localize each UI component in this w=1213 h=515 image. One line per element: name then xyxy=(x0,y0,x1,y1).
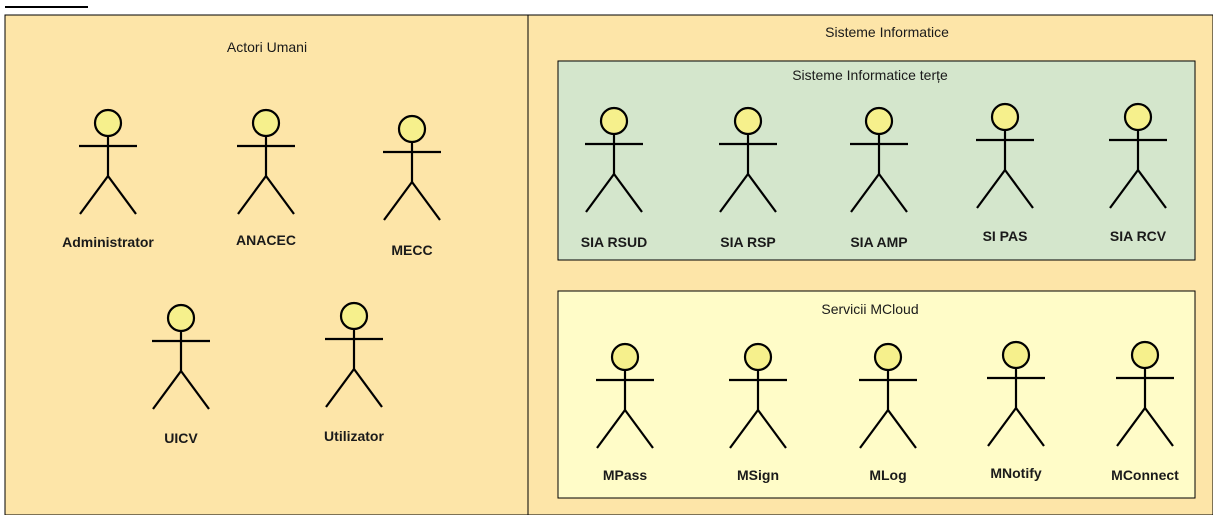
actor-administrator: Administrator xyxy=(62,108,154,250)
actor-right-leg xyxy=(265,175,295,215)
actor-sia-rsp: SIA RSP xyxy=(719,106,777,250)
actor-left-leg xyxy=(1116,407,1146,447)
actor-right-leg xyxy=(624,409,654,449)
stick-figure-icon xyxy=(383,114,441,221)
human-actors-panel xyxy=(4,14,529,515)
actor-label: ANACEC xyxy=(236,232,296,248)
actor-head xyxy=(599,106,629,136)
actor-sia-rsud: SIA RSUD xyxy=(581,106,647,250)
stick-figure-icon xyxy=(719,106,777,213)
actor-right-leg xyxy=(747,173,777,213)
actor-head xyxy=(1001,340,1031,370)
actor-head xyxy=(990,102,1020,132)
stick-figure-icon xyxy=(1116,340,1174,447)
actor-right-leg xyxy=(878,173,908,213)
mcloud-services-title: Servicii MCloud xyxy=(821,301,918,317)
actor-sia-amp: SIA AMP xyxy=(850,106,908,250)
actor-right-leg xyxy=(107,175,137,215)
actor-right-leg xyxy=(613,173,643,213)
actor-mpass: MPass xyxy=(596,342,654,483)
actor-label: MNotify xyxy=(990,465,1042,481)
actor-left-leg xyxy=(237,175,267,215)
actor-label: UICV xyxy=(164,430,198,446)
actor-label: MConnect xyxy=(1111,467,1179,483)
actor-left-leg xyxy=(383,181,413,221)
actor-head xyxy=(166,303,196,333)
actor-right-leg xyxy=(180,370,210,410)
actor-label: SIA RCV xyxy=(1110,228,1167,244)
actor-head xyxy=(1123,102,1153,132)
actor-label: SIA AMP xyxy=(850,234,907,250)
actor-right-leg xyxy=(1137,169,1167,209)
actors-layer: Administrator ANACEC MECC UICV Utilizator SIA… xyxy=(62,102,1179,483)
actor-label: MPass xyxy=(603,467,648,483)
stick-figure-icon xyxy=(850,106,908,213)
actor-label: MECC xyxy=(391,242,432,258)
actor-left-leg xyxy=(859,409,889,449)
stick-figure-icon xyxy=(325,301,383,408)
stick-figure-icon xyxy=(152,303,210,410)
actor-label: MSign xyxy=(737,467,779,483)
actor-left-leg xyxy=(585,173,615,213)
stick-figure-icon xyxy=(585,106,643,213)
actor-head xyxy=(93,108,123,138)
actor-right-leg xyxy=(757,409,787,449)
actor-label: MLog xyxy=(869,467,906,483)
actor-left-leg xyxy=(1109,169,1139,209)
actor-msign: MSign xyxy=(729,342,787,483)
actor-anacec: ANACEC xyxy=(236,108,296,248)
actor-sia-rcv: SIA RCV xyxy=(1109,102,1167,244)
actor-left-leg xyxy=(79,175,109,215)
actor-mconnect: MConnect xyxy=(1111,340,1179,483)
actor-head xyxy=(251,108,281,138)
actor-label: SI PAS xyxy=(983,228,1028,244)
human-actors-title: Actori Umani xyxy=(227,39,307,55)
actor-utilizator: Utilizator xyxy=(324,301,384,444)
actor-head xyxy=(397,114,427,144)
stick-figure-icon xyxy=(596,342,654,449)
stick-figure-icon xyxy=(237,108,295,215)
stick-figure-icon xyxy=(729,342,787,449)
actor-right-leg xyxy=(353,368,383,408)
stick-figure-icon xyxy=(987,340,1045,447)
actor-right-leg xyxy=(887,409,917,449)
actor-mlog: MLog xyxy=(859,342,917,483)
actor-head xyxy=(743,342,773,372)
stick-figure-icon xyxy=(859,342,917,449)
actor-head xyxy=(864,106,894,136)
actor-right-leg xyxy=(1015,407,1045,447)
actor-left-leg xyxy=(719,173,749,213)
actor-label: Utilizator xyxy=(324,428,384,444)
actor-left-leg xyxy=(987,407,1017,447)
actor-left-leg xyxy=(850,173,880,213)
actor-label: SIA RSP xyxy=(720,234,776,250)
actor-si-pas: SI PAS xyxy=(976,102,1034,244)
actor-right-leg xyxy=(1144,407,1174,447)
actor-right-leg xyxy=(1004,169,1034,209)
stick-figure-icon xyxy=(976,102,1034,209)
actor-left-leg xyxy=(596,409,626,449)
actor-left-leg xyxy=(152,370,182,410)
third-party-systems-title: Sisteme Informatice terțe xyxy=(792,67,948,83)
actor-label: Administrator xyxy=(62,234,154,250)
actor-uicv: UICV xyxy=(152,303,210,446)
actor-head xyxy=(1130,340,1160,370)
information-systems-title: Sisteme Informatice xyxy=(825,24,949,40)
stick-figure-icon xyxy=(79,108,137,215)
actor-right-leg xyxy=(411,181,441,221)
actor-left-leg xyxy=(729,409,759,449)
actor-mnotify: MNotify xyxy=(987,340,1045,481)
actor-head xyxy=(339,301,369,331)
actor-left-leg xyxy=(976,169,1006,209)
actor-mecc: MECC xyxy=(383,114,441,258)
actor-head xyxy=(733,106,763,136)
actor-left-leg xyxy=(325,368,355,408)
third-party-systems-box xyxy=(557,60,1196,261)
actor-head xyxy=(873,342,903,372)
stick-figure-icon xyxy=(1109,102,1167,209)
actor-label: SIA RSUD xyxy=(581,234,647,250)
mcloud-services-box xyxy=(557,290,1196,499)
actor-head xyxy=(610,342,640,372)
